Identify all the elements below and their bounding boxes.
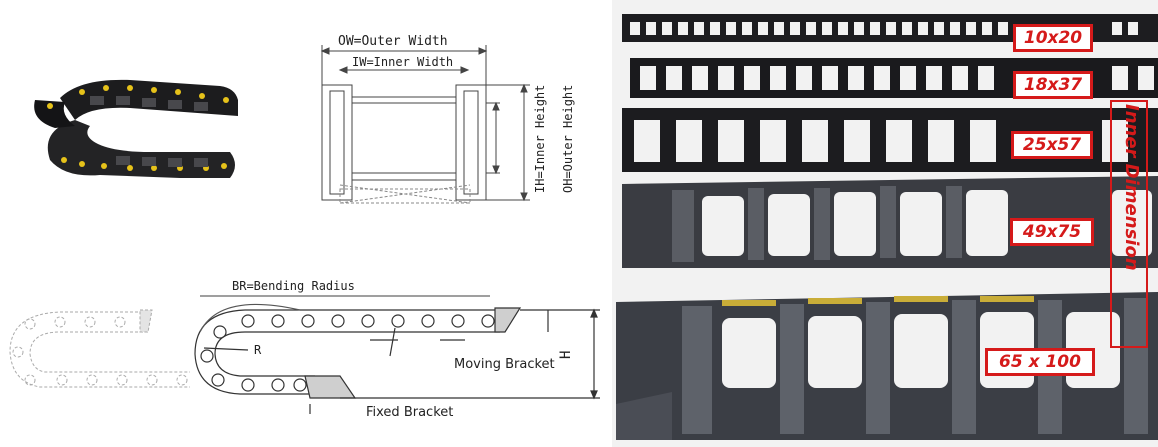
outer-width-label: OW=Outer Width bbox=[338, 34, 448, 49]
chain-sizes-photo: 10x20 18x37 25x57 49x75 65 x 100 Inner D… bbox=[612, 0, 1158, 447]
size-tag-65x100: 65 x 100 bbox=[985, 348, 1095, 376]
size-tag-49x75: 49x75 bbox=[1010, 218, 1094, 246]
moving-bracket-label: Moving Bracket bbox=[454, 357, 555, 372]
size-tag-10x20: 10x20 bbox=[1013, 24, 1093, 52]
size-tag-25x57: 25x57 bbox=[1011, 131, 1093, 159]
inner-height-label: IH=Inner Height bbox=[533, 85, 547, 193]
height-mark: H bbox=[558, 351, 574, 359]
cable-chain-product-image bbox=[34, 79, 238, 178]
radius-mark: R bbox=[254, 343, 262, 357]
fixed-bracket-label: Fixed Bracket bbox=[366, 405, 453, 420]
inner-width-label: IW=Inner Width bbox=[352, 55, 453, 69]
side-view-drawing: BR=Bending Radius R H Moving Bracket Fix… bbox=[9, 279, 600, 420]
cross-section-drawing: OW=Outer Width IW=Inner Width IH=Inner H… bbox=[320, 34, 575, 204]
inner-dimension-label: Inner Dimension bbox=[1121, 104, 1142, 271]
inner-dimension-box bbox=[1110, 100, 1148, 348]
bending-radius-label: BR=Bending Radius bbox=[232, 279, 355, 293]
size-tag-18x37: 18x37 bbox=[1013, 71, 1093, 99]
outer-height-label: OH=Outer Height bbox=[561, 85, 575, 193]
